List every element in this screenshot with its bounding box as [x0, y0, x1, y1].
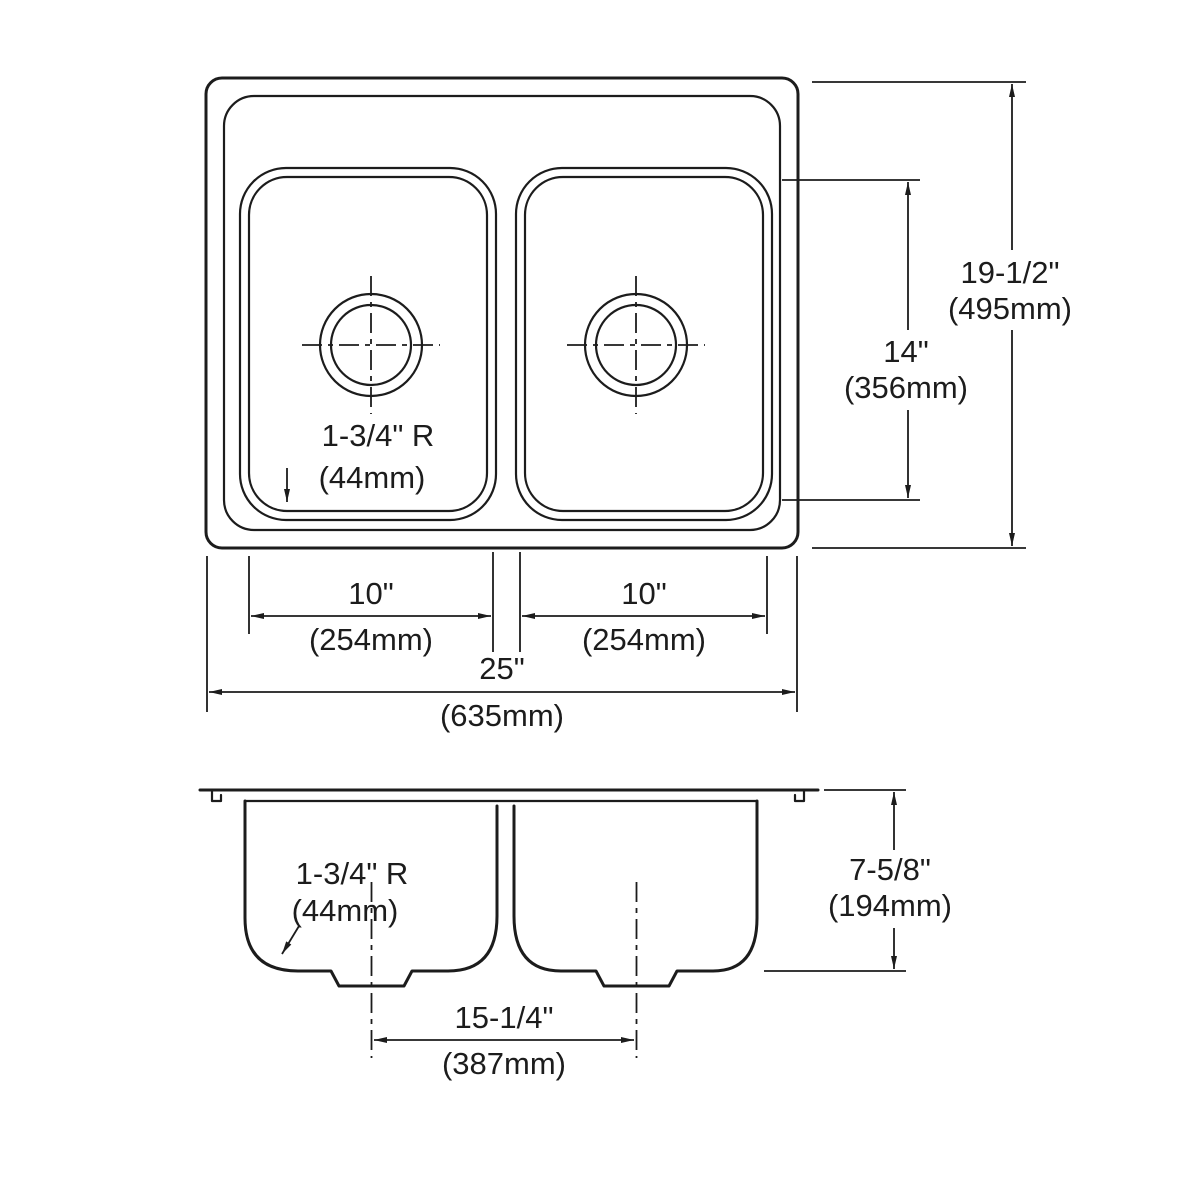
- front-corner-radius-metric: (44mm): [292, 893, 399, 928]
- dim-bowl-inner-height: 14" (356mm): [844, 182, 968, 498]
- top-view: 1-3/4" R (44mm) 14" (356mm): [204, 76, 1072, 733]
- dim-right-bowl-width-metric: (254mm): [582, 622, 706, 657]
- right-drain: [567, 276, 705, 414]
- sink-rim-inner-edge: [222, 94, 782, 532]
- front-view-extension-lines: [764, 789, 906, 972]
- front-corner-radius-annotation: 1-3/4" R (44mm): [281, 856, 409, 955]
- left-bowl-outline: [238, 166, 498, 522]
- dim-drain-centers-imperial: 15-1/4": [455, 1000, 554, 1035]
- dim-right-bowl-width: 10" (254mm): [522, 576, 765, 657]
- dim-left-bowl-width-metric: (254mm): [309, 622, 433, 657]
- right-bowl-inner-outline: [523, 175, 765, 513]
- top-view-extension-lines: [206, 81, 1026, 712]
- dim-overall-depth-metric: (194mm): [828, 888, 952, 923]
- dim-overall-height: 19-1/2" (495mm): [948, 84, 1072, 546]
- top-corner-radius-annotation: 1-3/4" R (44mm): [284, 418, 435, 502]
- dim-overall-depth: 7-5/8" (194mm): [828, 792, 952, 969]
- left-bowl-inner-outline: [247, 175, 489, 513]
- top-corner-radius-imperial: 1-3/4" R: [322, 418, 435, 453]
- dim-left-bowl-width-imperial: 10": [348, 576, 394, 611]
- dim-overall-width: 25" (635mm): [209, 651, 795, 733]
- dim-overall-height-imperial: 19-1/2": [961, 255, 1060, 290]
- left-mounting-clip-icon: [210, 788, 223, 803]
- dim-overall-depth-imperial: 7-5/8": [849, 852, 931, 887]
- right-bowl-outline: [514, 166, 774, 522]
- dim-bowl-height-metric: (356mm): [844, 370, 968, 405]
- right-mounting-clip-icon: [793, 788, 806, 803]
- dim-left-bowl-width: 10" (254mm): [251, 576, 491, 657]
- dim-bowl-height-imperial: 14": [883, 334, 929, 369]
- dim-overall-width-metric: (635mm): [440, 698, 564, 733]
- dim-right-bowl-width-imperial: 10": [621, 576, 667, 611]
- dim-overall-height-metric: (495mm): [948, 291, 1072, 326]
- dim-drain-centers: 15-1/4" (387mm): [374, 1000, 634, 1081]
- front-corner-radius-leader-arrow-icon: [281, 925, 300, 955]
- dim-overall-width-imperial: 25": [479, 651, 525, 686]
- left-drain: [302, 276, 440, 414]
- front-view: 1-3/4" R (44mm) 7-5/8" (194mm) 15-1/4" (…: [198, 788, 952, 1081]
- top-corner-radius-metric: (44mm): [319, 460, 426, 495]
- sink-outer-rim: [204, 76, 800, 550]
- dim-drain-centers-metric: (387mm): [442, 1046, 566, 1081]
- right-bowl-section-profile: [512, 799, 759, 988]
- front-corner-radius-imperial: 1-3/4" R: [296, 856, 409, 891]
